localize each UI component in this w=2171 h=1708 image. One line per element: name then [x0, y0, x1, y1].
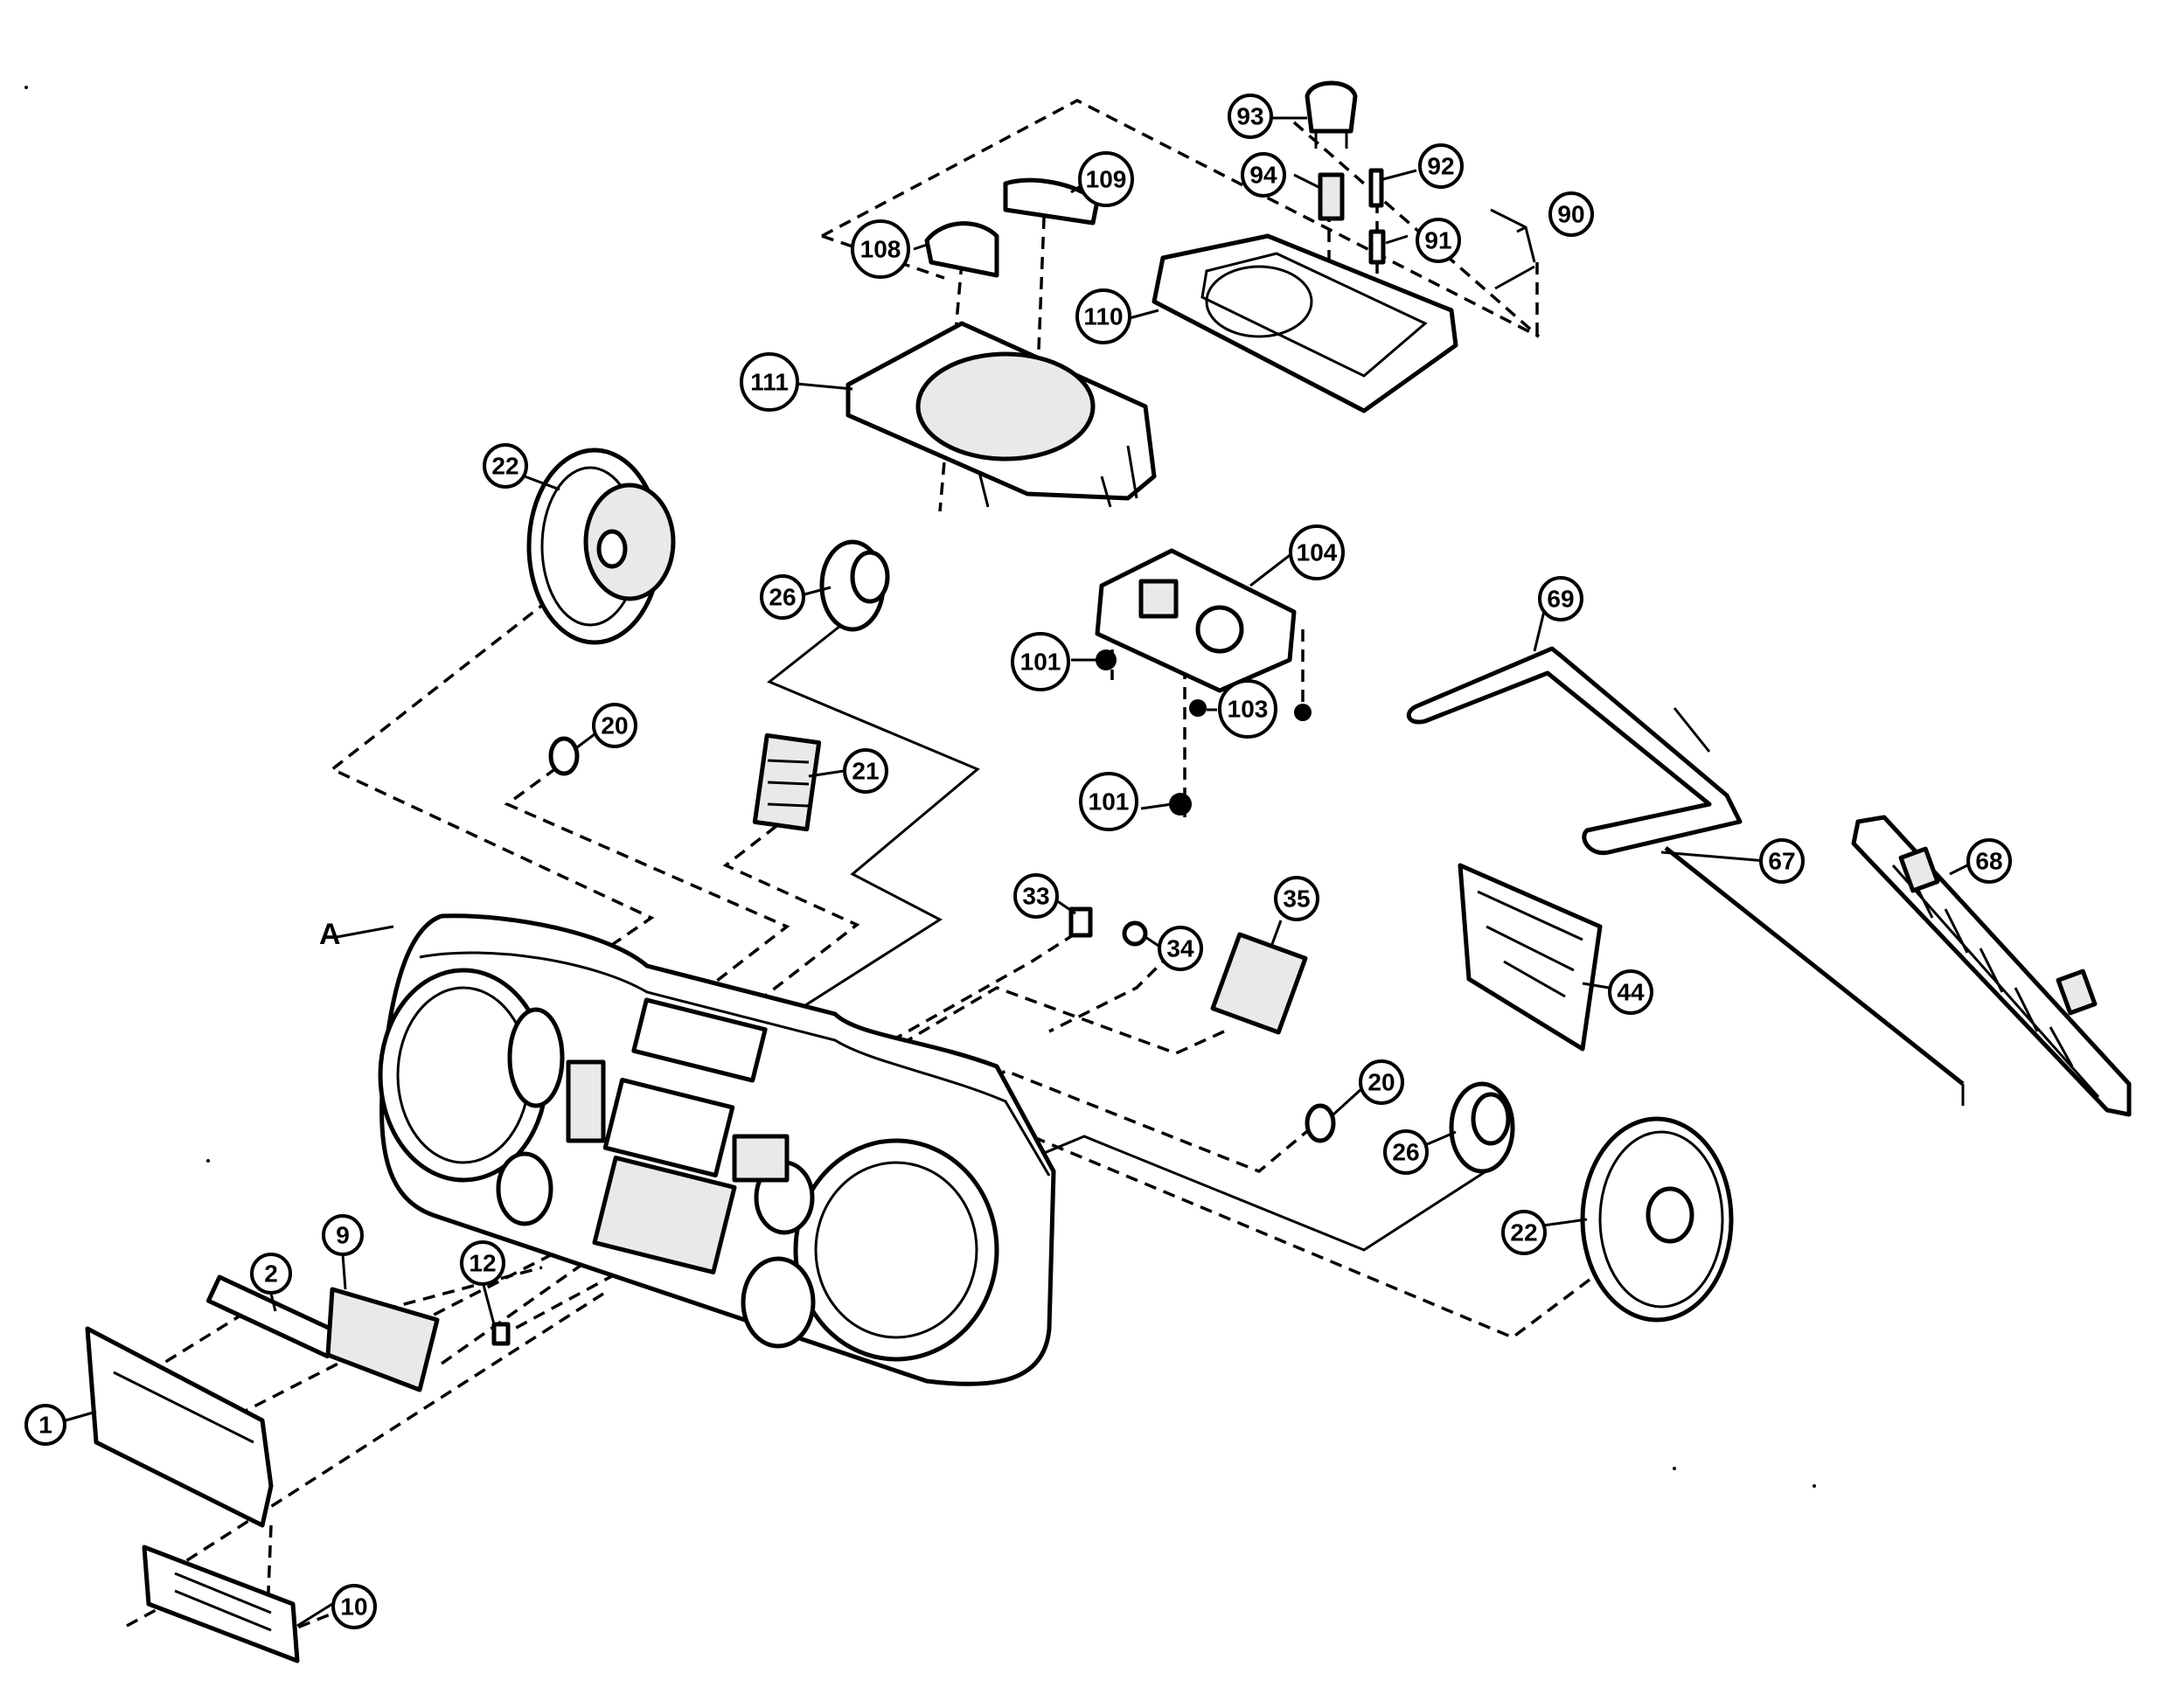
callout-101-lower: 101: [1079, 772, 1138, 831]
callout-26-right: 26: [1383, 1129, 1429, 1175]
svg-text:26: 26: [769, 584, 796, 611]
callout-108: 108: [851, 219, 910, 279]
callout-20-right: 20: [1359, 1059, 1404, 1105]
svg-text:69: 69: [1547, 586, 1574, 613]
scan-specks: [24, 86, 1816, 1488]
svg-text:26: 26: [1392, 1139, 1419, 1166]
callout-12: 12: [460, 1240, 505, 1286]
svg-text:104: 104: [1297, 539, 1338, 566]
svg-text:34: 34: [1166, 935, 1194, 962]
svg-text:21: 21: [852, 758, 879, 785]
svg-text:91: 91: [1424, 227, 1451, 254]
svg-text:101: 101: [1089, 788, 1130, 816]
svg-text:103: 103: [1228, 696, 1269, 723]
front-panel-parts: [85, 1274, 511, 1663]
svg-text:33: 33: [1022, 883, 1049, 910]
main-cabinet: A: [319, 913, 1056, 1386]
callout-67: 67: [1759, 838, 1805, 884]
svg-text:10: 10: [340, 1593, 367, 1621]
svg-text:44: 44: [1617, 979, 1645, 1006]
callout-90: 90: [1548, 191, 1594, 237]
assembly-label: A: [319, 918, 341, 951]
svg-text:109: 109: [1086, 166, 1127, 193]
callouts: 1 2 9 12 10 22 22 26 26 20 20 21 33 34 3…: [24, 94, 2012, 1629]
callout-34: 34: [1158, 926, 1203, 971]
callout-2: 2: [250, 1253, 292, 1295]
callout-103: 103: [1218, 679, 1277, 739]
callout-9: 9: [322, 1214, 364, 1256]
callout-21: 21: [843, 748, 888, 794]
callout-110: 110: [1075, 288, 1131, 344]
svg-text:9: 9: [336, 1222, 350, 1249]
svg-text:108: 108: [860, 236, 901, 263]
svg-text:20: 20: [1367, 1069, 1395, 1096]
callout-69: 69: [1538, 576, 1583, 621]
callout-22-right: 22: [1501, 1210, 1547, 1255]
small-parts: [752, 732, 1603, 1052]
callout-111: 111: [740, 352, 799, 412]
svg-text:67: 67: [1768, 848, 1795, 875]
handle-rod-backcover: [1406, 646, 2132, 1117]
callout-91: 91: [1416, 218, 1461, 263]
svg-text:12: 12: [469, 1250, 496, 1277]
svg-text:90: 90: [1557, 201, 1584, 228]
callout-93: 93: [1228, 94, 1273, 139]
svg-text:68: 68: [1975, 848, 2002, 875]
svg-text:93: 93: [1236, 103, 1263, 130]
leader-lines: [65, 116, 1968, 1628]
callout-92: 92: [1418, 143, 1464, 189]
callout-10: 10: [331, 1584, 377, 1629]
svg-text:101: 101: [1020, 649, 1061, 676]
callout-101-upper: 101: [1011, 632, 1070, 691]
callout-20-left: 20: [592, 703, 637, 748]
callout-26-left: 26: [760, 574, 805, 620]
svg-text:1: 1: [38, 1412, 52, 1439]
callout-35: 35: [1274, 876, 1319, 921]
callout-22-left: 22: [483, 443, 528, 489]
svg-text:2: 2: [264, 1260, 278, 1288]
svg-text:111: 111: [750, 369, 789, 396]
svg-text:20: 20: [601, 712, 628, 739]
speakers: [526, 448, 1734, 1323]
cd-mechanism: [1095, 548, 1312, 816]
callout-94: 94: [1241, 152, 1286, 198]
svg-text:35: 35: [1283, 885, 1310, 913]
callout-44: 44: [1608, 969, 1653, 1015]
callout-104: 104: [1289, 524, 1345, 580]
callout-109: 109: [1078, 151, 1134, 207]
callout-1: 1: [24, 1404, 66, 1446]
svg-text:22: 22: [1510, 1219, 1537, 1246]
svg-text:110: 110: [1083, 303, 1123, 330]
svg-text:94: 94: [1249, 162, 1277, 189]
callout-33: 33: [1013, 873, 1059, 919]
svg-text:92: 92: [1427, 153, 1454, 180]
cd-assembly: [845, 80, 1536, 508]
svg-text:22: 22: [491, 453, 518, 480]
callout-68: 68: [1966, 838, 2012, 884]
